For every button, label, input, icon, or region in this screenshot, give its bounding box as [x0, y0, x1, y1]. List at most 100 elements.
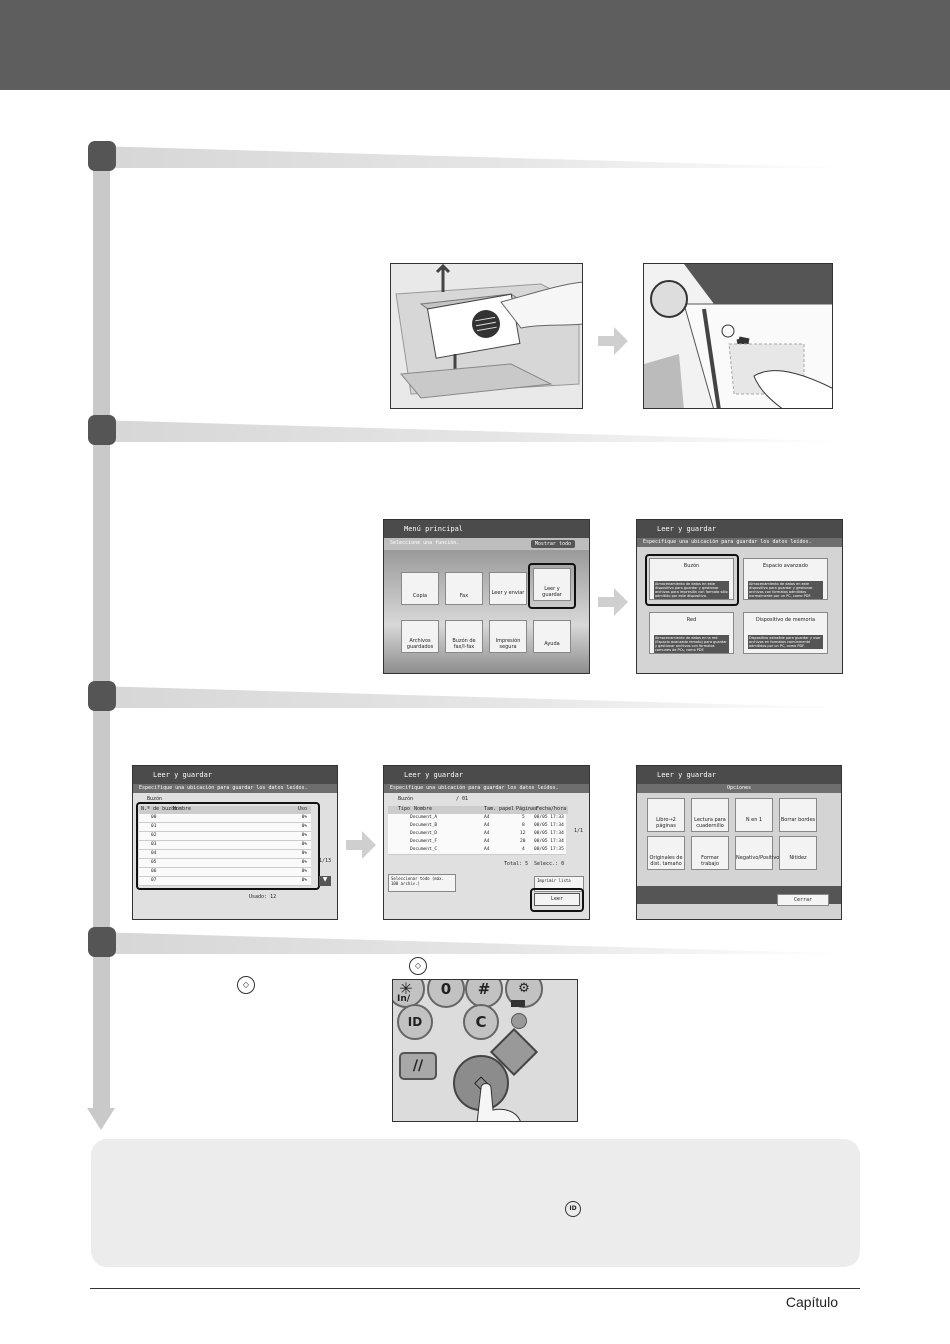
- doc-size: A4: [484, 839, 490, 844]
- column-header: Tam. papel: [484, 806, 515, 812]
- highlight-frame: [136, 802, 320, 890]
- table-header: N.º de buzón Nombre Uso: [139, 806, 311, 814]
- doc-size: A4: [484, 831, 490, 836]
- doc-date: 08/05 17:34: [534, 823, 564, 828]
- option-network[interactable]: Red Almacenamiento de datos en la red (E…: [649, 612, 734, 654]
- tile-scan-send[interactable]: Leer y enviar: [489, 572, 527, 605]
- row-number: 05: [151, 860, 157, 865]
- note-box: [91, 1139, 860, 1267]
- option-book-2-pages[interactable]: Libro→2 páginas: [647, 798, 685, 832]
- table-header: Tipo Nombre Tam. papel Páginas Fecha/hor…: [388, 806, 568, 814]
- step-2-band: [95, 420, 860, 442]
- option-desc: Almacenamiento de datos en la red (Espac…: [654, 635, 729, 653]
- option-label: Espacio avanzado: [763, 563, 808, 569]
- row-usage: 0%: [301, 878, 307, 883]
- row-number: 00: [151, 815, 157, 820]
- total-count: Total: 5: [504, 861, 529, 867]
- timeline-arrow-icon: [87, 1108, 115, 1130]
- options-header: Opciones: [637, 784, 841, 793]
- table-row[interactable]: 07 0%: [139, 877, 311, 886]
- options-screen: Leer y guardar Opciones Libro→2 páginas …: [636, 765, 842, 920]
- row-number: 02: [151, 833, 157, 838]
- column-header: Nombre: [414, 806, 433, 812]
- doc-pages: 8: [522, 823, 525, 828]
- option-job-build[interactable]: Formar trabajo: [691, 836, 729, 870]
- select-all-button[interactable]: Seleccionar todo (máx. 100 archiv.): [388, 874, 456, 892]
- column-header: Uso: [297, 806, 307, 812]
- tile-help[interactable]: Ayuda: [533, 620, 571, 653]
- doc-date: 08/05 17:34: [534, 839, 564, 844]
- option-booklet-scan[interactable]: Lectura para cuadernillo: [691, 798, 729, 832]
- option-erase-frame[interactable]: Borrar bordes: [779, 798, 817, 832]
- doc-name: Document_B: [410, 823, 438, 828]
- highlight-frame: [528, 563, 576, 609]
- option-sharpness[interactable]: Nitidez: [779, 836, 817, 870]
- tile-secure-print[interactable]: Impresión segura: [489, 620, 527, 653]
- zero-key[interactable]: 0: [427, 980, 465, 1008]
- indicator-light: [511, 1000, 525, 1007]
- row-number: 03: [151, 842, 157, 847]
- tile-fax-box[interactable]: Buzón de fax/I-fax: [445, 620, 483, 653]
- close-button[interactable]: Cerrar: [777, 894, 829, 906]
- row-number: 07: [151, 878, 157, 883]
- box-number: / 01: [456, 796, 469, 802]
- screen-title: Leer y guardar: [637, 766, 841, 784]
- screen-subtitle: Seleccione una función.: [390, 540, 460, 546]
- screen-title: Leer y guardar: [637, 520, 842, 538]
- show-all-button[interactable]: Mostrar todo: [530, 540, 575, 548]
- screen-title: Menú principal: [384, 520, 589, 538]
- tile-copy[interactable]: Copia: [401, 572, 439, 605]
- page-header-bar: [0, 0, 950, 90]
- arrow-right-icon: [598, 588, 628, 616]
- main-menu-screen: Menú principal Seleccione una función. M…: [383, 519, 590, 674]
- reset-key[interactable]: //: [399, 1052, 437, 1080]
- option-negative-positive[interactable]: Negativo/Positivo: [735, 836, 779, 870]
- step-2-badge: [88, 415, 116, 445]
- id-key[interactable]: ID: [397, 1004, 433, 1040]
- tile-fax[interactable]: Fax: [445, 572, 483, 605]
- step-1-band: [95, 146, 860, 168]
- screen-title: Leer y guardar: [384, 766, 589, 784]
- option-memory-media[interactable]: Dispositivo de memoria Dispositivo extra…: [743, 612, 828, 654]
- doc-size: A4: [484, 823, 490, 828]
- row-usage: 0%: [301, 851, 307, 856]
- tile-stored-files[interactable]: Archivos guardados: [401, 620, 439, 653]
- energy-saver-key[interactable]: [511, 1013, 527, 1029]
- scan-store-location-screen: Leer y guardar Especifique una ubicación…: [636, 519, 843, 674]
- scroll-down-button[interactable]: ▼: [319, 876, 331, 886]
- option-advanced-space[interactable]: Espacio avanzado Almacenamiento de datos…: [743, 558, 828, 600]
- column-header: Tipo: [398, 806, 411, 812]
- screen-title: Leer y guardar: [133, 766, 337, 784]
- option-label: Red: [686, 617, 697, 623]
- doc-name: Document_C: [410, 847, 438, 852]
- doc-name: Document_F: [410, 839, 438, 844]
- footer-rule: [90, 1288, 860, 1289]
- option-different-sizes[interactable]: Originales de dist. tamaño: [647, 836, 685, 870]
- row-number: 06: [151, 869, 157, 874]
- doc-size: A4: [484, 847, 490, 852]
- doc-pages: 20: [520, 839, 526, 844]
- start-key-icon: ◇: [409, 957, 427, 975]
- platen-illustration: [643, 263, 833, 409]
- screen-subtitle: Especifique una ubicación para guardar l…: [384, 784, 589, 793]
- option-box[interactable]: Buzón Almacenamiento de datos en este di…: [649, 558, 734, 600]
- login-label: In/: [397, 994, 411, 1004]
- document-list-screen: Leer y guardar Especifique una ubicación…: [383, 765, 590, 920]
- option-desc: Dispositivo extraíble para guardar y usa…: [748, 635, 823, 649]
- option-n-on-1[interactable]: N en 1: [735, 798, 773, 832]
- arrow-right-icon: [346, 831, 376, 859]
- clear-key[interactable]: C: [463, 1004, 499, 1040]
- screen-subtitle: Especifique una ubicación para guardar l…: [133, 784, 337, 793]
- finger-icon: [476, 1083, 521, 1121]
- scan-button[interactable]: Leer: [534, 893, 580, 906]
- option-label: Buzón: [683, 563, 700, 569]
- tile-scan-store[interactable]: Leer y guardar: [533, 568, 571, 601]
